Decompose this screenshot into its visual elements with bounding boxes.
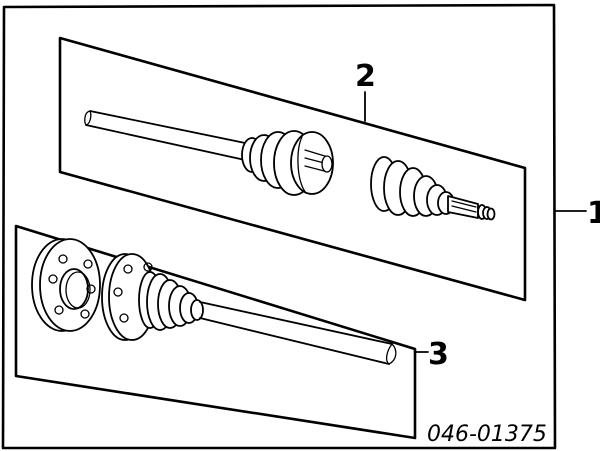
flange <box>31 238 101 332</box>
callout-2-label: 2 <box>355 59 376 94</box>
shaft-upper <box>84 110 251 161</box>
shaft-lower <box>199 301 397 365</box>
callout-3[interactable]: 3 <box>415 337 449 372</box>
outer-cv-boot <box>370 156 496 221</box>
outer-frame <box>1 3 557 450</box>
callout-3-label: 3 <box>428 337 449 372</box>
inner-cv-boot <box>241 130 334 196</box>
callout-1[interactable]: 1 <box>555 196 600 231</box>
callout-1-label: 1 <box>587 196 600 231</box>
panel-3 <box>14 224 417 440</box>
callout-2[interactable]: 2 <box>355 59 376 122</box>
panel-2 <box>58 36 527 302</box>
part-number: 046-01375 <box>427 422 547 447</box>
lower-cv-joint <box>101 253 204 341</box>
